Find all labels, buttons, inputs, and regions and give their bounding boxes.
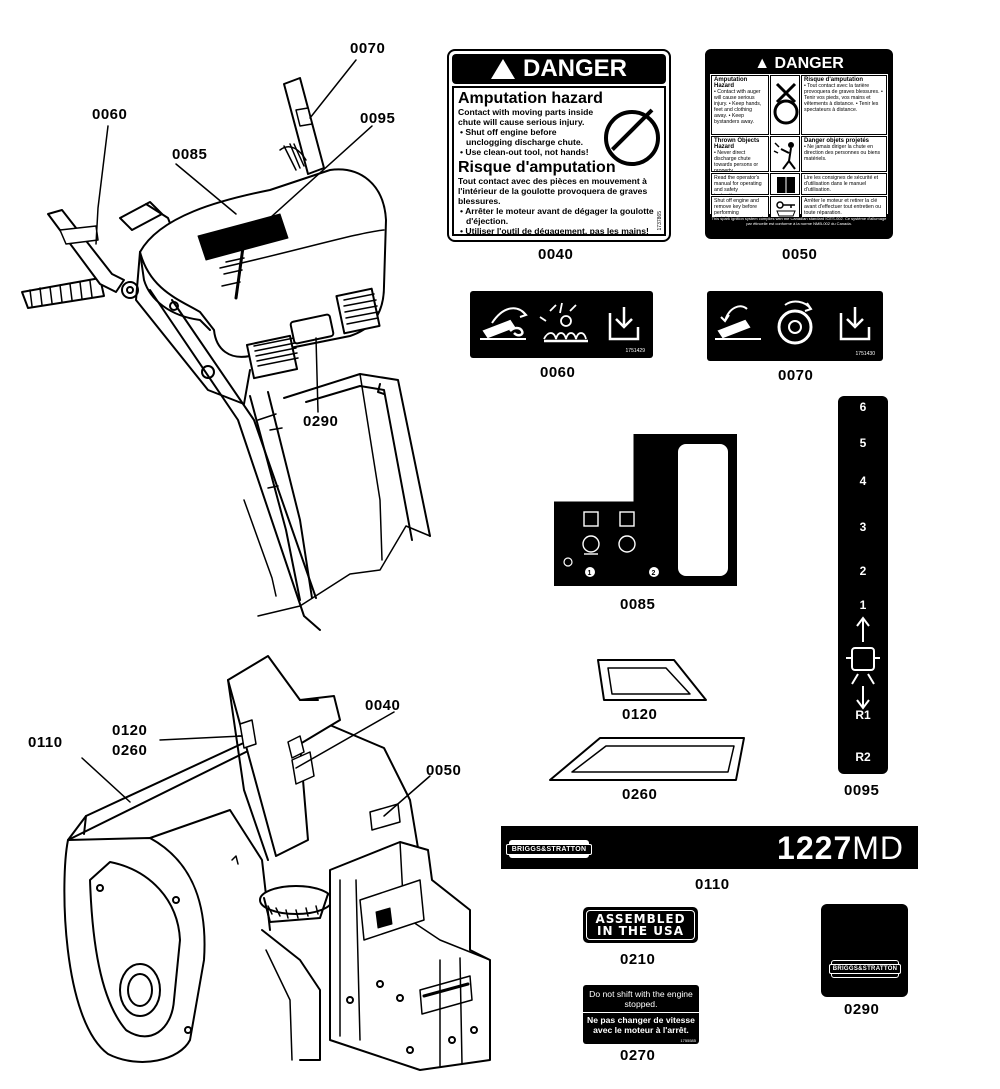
warning-fr: Ne pas changer de vitesse avec le moteur… [587,1015,695,1035]
text-en: Contact with moving parts inside chute w… [458,107,594,127]
shift-gate-pictograms: 1 2 [553,433,738,587]
auger-icon [539,302,588,343]
callout-0260: 0260 [112,742,148,759]
brand-decal-0290: BRIGGS&STRATTON [821,904,908,997]
shift-gate-decal-0085: 1 2 [553,433,738,587]
label-0270: 0270 [620,1047,656,1064]
compliance-footer: This spark ignition system complies with… [711,216,887,226]
assembled-line1: ASSEMBLED [595,912,686,926]
gear-5: 5 [859,436,867,450]
reverse-arrow-icon [856,686,870,710]
assembled-line2: IN THE USA [597,924,684,938]
part-code: 1737865 [657,210,663,230]
wheel-icon [777,300,813,345]
thrown-objects-en: Thrown Objects Hazard• Never direct disc… [711,136,769,172]
pictogram-decal-0070: 1751430 [707,291,883,361]
engage-icon [839,307,871,341]
engage-icon [608,307,640,341]
speed-selector-decal-0095: 6 5 4 3 2 1 R1 R2 [838,396,888,774]
key-icon [770,196,800,218]
briggs-stratton-logo: BRIGGS&STRATTON [828,960,902,978]
decal-0120-illustration [597,659,707,701]
danger-header: ▲ DANGER [754,55,844,72]
model-decal-0110: BRIGGS&STRATTON 1227MD [501,826,918,869]
auger-control-pictograms [480,302,640,343]
callout-0120: 0120 [112,722,148,739]
forward-arrow-icon [856,616,870,642]
gear-3: 3 [859,520,867,534]
label-0290: 0290 [844,1001,880,1018]
svg-text:1: 1 [588,570,592,577]
gear-4: 4 [859,474,867,488]
manual-en: Read the operator's manual for operating… [711,173,769,195]
manual-icon [770,173,800,195]
amputation-en: Amputation Hazard• Contact with auger wi… [711,75,769,135]
callout-0040: 0040 [365,697,401,714]
shift-slot [678,444,728,576]
decal-0260-illustration [549,737,745,781]
gear-2: 2 [859,564,867,578]
auger-engage-icon [582,511,636,555]
bullet-fr-2: • Utiliser l'outil de dégagement, pas le… [460,226,649,236]
callout-0050: 0050 [426,762,462,779]
amputation-fr: Risque d'amputation• Tout contact avec l… [801,75,887,135]
text-fr: Tout contact avec des pièces en mouvemen… [458,176,648,206]
gear-r1: R1 [855,708,871,722]
pictogram-decal-0060: 1751429 [470,291,653,358]
auger-housing-illustration [63,655,491,1071]
key-en: Shut off engine and remove key before pe… [711,196,769,218]
callout-0095: 0095 [360,110,396,127]
key-fr: Arrêter le moteur et retirer la clé avan… [801,196,887,218]
callout-0060: 0060 [92,106,128,123]
thrown-objects-fr: Danger objets projetés• Ne jamais dirige… [801,136,887,172]
gear-6: 6 [859,400,867,414]
label-0110: 0110 [695,876,730,893]
label-0085: 0085 [620,596,656,613]
label-0260: 0260 [622,786,658,803]
danger-decal-0040: DANGER Amputation hazard Contact with mo… [447,49,671,242]
gear-1: 1 [859,598,867,612]
part-code: 1755585 [680,1038,696,1043]
callout-0070: 0070 [350,40,386,57]
warning-icon [490,59,515,79]
manual-fr: Lire les consignes de sécurité et d'util… [801,173,887,195]
label-0120: 0120 [622,706,658,723]
label-0040: 0040 [538,246,574,263]
bullet-fr-1: • Arrêter le moteur avant de dégager la … [460,206,654,226]
title-fr: Risque d'amputation [458,159,616,176]
drive-control-pictograms [715,300,871,345]
bullet-en-2: • Use clean-out tool, not hands! [460,147,589,157]
svg-text:2: 2 [652,570,656,577]
briggs-stratton-logo: BRIGGS&STRATTON [505,840,593,858]
assembled-usa-decal-0210: ASSEMBLED IN THE USA [583,907,698,943]
direction-arrows [846,616,880,710]
label-0060: 0060 [540,364,576,381]
auger-hazard-icon [770,75,800,135]
thrown-objects-icon [770,136,800,172]
gear-r2: R2 [855,750,871,764]
warning-en: Do not shift with the engine stopped. [589,989,693,1009]
danger-decal-0050: ▲ DANGER Amputation Hazard• Contact with… [705,49,893,239]
leader-lines [81,59,431,817]
shift-warning-decal-0270: Do not shift with the engine stopped. Ne… [583,985,699,1044]
part-code: 1751430 [855,351,875,357]
callout-0110: 0110 [28,734,63,751]
callout-0290: 0290 [303,413,339,430]
bullet-en-1: • Shut off engine before unclogging disc… [460,127,583,147]
handle-assembly-illustration [21,77,431,631]
label-0210: 0210 [620,951,656,968]
model-number: 1227MD [777,830,904,866]
no-hands-icon [604,110,660,166]
label-0050: 0050 [782,246,818,263]
label-0070: 0070 [778,367,814,384]
operator-icon [851,647,875,671]
danger-header: DANGER [452,54,666,84]
title-en: Amputation hazard [458,90,603,107]
callout-0085: 0085 [172,146,208,163]
label-0095: 0095 [844,782,880,799]
part-code: 1751429 [625,348,645,354]
